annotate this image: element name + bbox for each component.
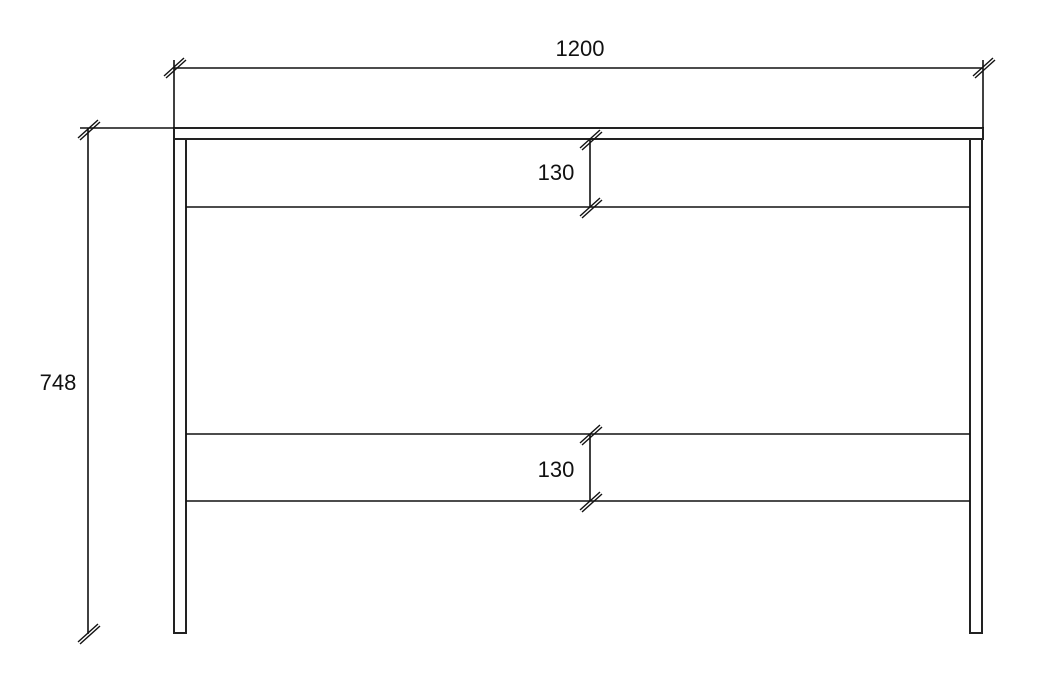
upper-rail-tick-top [579,129,601,149]
lower-rail-tick-bottom [579,491,601,511]
width-tick-right [972,57,994,77]
upper-rail-tick-top-2 [581,131,603,151]
lower-rail-tick-top-2 [581,426,603,446]
upper-rail-tick-bottom [579,197,601,217]
height-tick-top-2 [79,121,101,141]
height-tick-bottom [77,623,99,643]
width-label: 1200 [556,36,605,61]
desk-frame [173,127,984,634]
upper-rail-label: 130 [538,160,575,185]
upper-rail-tick-bottom-2 [581,199,603,219]
left-leg [173,138,187,634]
height-dimension: 748 [40,119,174,645]
height-tick-bottom-2 [79,625,101,645]
lower-rail-label: 130 [538,457,575,482]
width-tick-left [163,57,185,77]
upper-rail-dimension: 130 [538,129,603,219]
lower-rail-tick-top [579,424,601,444]
width-tick-left-2 [165,59,187,79]
height-label: 748 [40,370,77,395]
width-tick-right-2 [974,59,996,79]
width-dimension: 1200 [163,36,996,128]
tabletop [173,127,984,140]
lower-rail-dimension: 130 [538,424,603,513]
lower-rail-tick-bottom-2 [581,493,603,513]
height-tick-top [77,119,99,139]
right-leg [969,138,983,634]
